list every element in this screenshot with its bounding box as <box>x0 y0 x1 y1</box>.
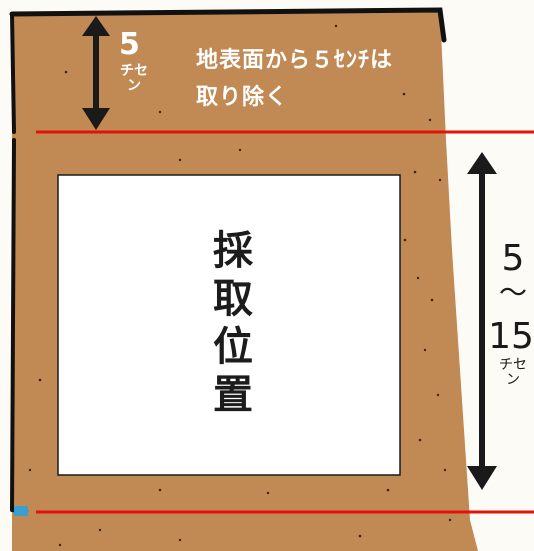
sample-depth-unit: チセン <box>499 357 527 388</box>
top-layer-depth-arrow <box>82 16 110 130</box>
sample-depth-tilde: ～ <box>498 276 527 309</box>
sample-depth-arrow <box>467 152 497 490</box>
soil-outline-left <box>10 12 16 512</box>
sample-depth-from: 5 <box>501 238 525 279</box>
sample-box <box>57 174 401 476</box>
removal-caption-line1: 地表面から５ｾﾝﾁは <box>196 48 394 73</box>
sample-label-wrap: 採取位置 <box>58 175 400 475</box>
soil-outline-top <box>9 7 447 43</box>
soil-speckles <box>28 24 452 547</box>
removal-caption-line2: 取り除く <box>196 85 289 110</box>
top-layer-depth-unit: チセン <box>120 63 148 94</box>
bottom-left-marker <box>14 506 28 516</box>
sample-label: 採取位置 <box>206 229 252 421</box>
top-layer-depth-value: 5 <box>119 27 140 62</box>
sample-depth-to: 15 <box>488 316 534 357</box>
